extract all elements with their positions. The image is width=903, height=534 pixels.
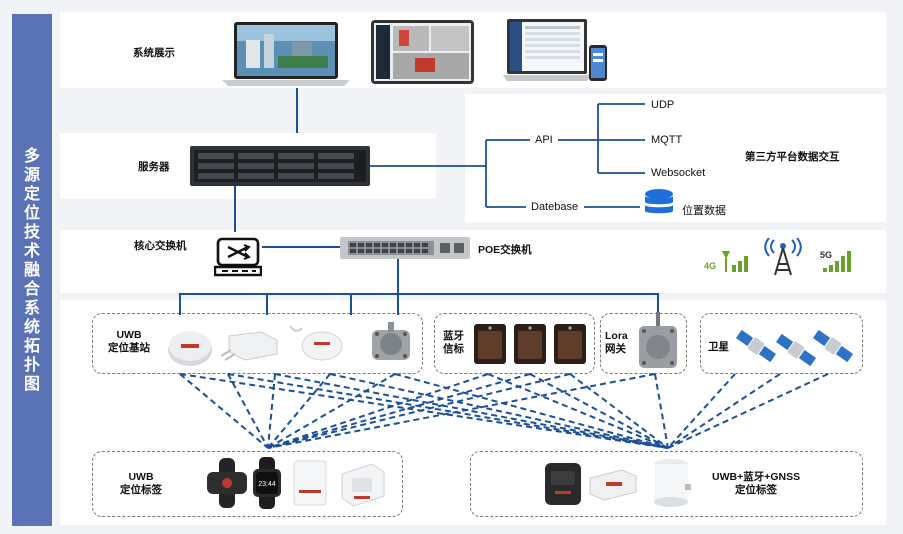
network-4g-label: 4G <box>704 261 717 271</box>
bluetooth-beacon-1 <box>474 324 506 364</box>
multi-tag-cylinder <box>654 459 691 507</box>
satellite-icon-2 <box>775 333 817 367</box>
network-5g-icon: 5G <box>820 246 858 274</box>
poe-down-line <box>397 258 399 294</box>
core-switch-label: 核心交换机 <box>134 240 187 252</box>
switch-panel <box>60 230 886 293</box>
radio-tower-icon <box>764 238 802 276</box>
watch-time: 23:44 <box>258 481 276 488</box>
drop-line-2 <box>266 293 268 315</box>
third-party-title: 第三方平台数据交互 <box>745 151 840 163</box>
bluetooth-beacon-3 <box>554 324 586 364</box>
core-poe-line <box>262 246 342 248</box>
server-rack <box>190 146 370 186</box>
uwb-station-label: UWB 定位基站 <box>108 329 150 354</box>
multi-tag-white-box <box>589 469 637 501</box>
display-label: 系统展示 <box>133 47 175 59</box>
bluetooth-beacon-2 <box>514 324 546 364</box>
laptop-3d-display <box>222 22 350 86</box>
drop-line-5 <box>657 293 659 315</box>
satellite-icon-1 <box>735 329 777 363</box>
location-data-label: 位置数据 <box>682 205 726 217</box>
side-title-bar: 多源定位技术融合系统拓扑图 <box>12 14 52 526</box>
database-icon <box>645 189 673 214</box>
uwb-tag-label: UWB 定位标签 <box>120 471 162 496</box>
uwb-station-round <box>289 325 343 361</box>
satellite-label: 卫星 <box>708 341 729 353</box>
field-bus-line <box>179 293 659 295</box>
tablet-display <box>371 20 474 84</box>
protocol-websocket: Websocket <box>651 167 706 179</box>
server-label: 服务器 <box>138 161 170 173</box>
multi-tag-label: UWB+蓝牙+GNSS 定位标签 <box>712 471 801 496</box>
lora-label: Lora 网关 <box>605 330 628 355</box>
network-4g-icon: 4G <box>704 249 754 273</box>
uwb-tag-badge <box>341 463 385 507</box>
lora-gateway <box>639 312 677 368</box>
uwb-station-disc <box>168 331 212 366</box>
satellite-icon-3 <box>812 329 854 363</box>
uwb-tag-wristband <box>207 458 247 508</box>
api-label: API <box>535 134 553 146</box>
bluetooth-label: 蓝牙 信标 <box>443 330 464 355</box>
drop-line-4 <box>397 293 399 315</box>
laptop-phone-display <box>503 19 607 81</box>
poe-switch <box>340 237 470 259</box>
database-label: Datebase <box>531 201 579 213</box>
protocol-mqtt: MQTT <box>651 134 683 146</box>
uwb-tag-watch: 23:44 <box>253 457 281 509</box>
uwb-station-explosion-proof <box>372 322 410 360</box>
side-title: 多源定位技术融合系统拓扑图 <box>23 147 40 393</box>
multi-tag-black <box>545 463 581 505</box>
uwb-tag-card <box>293 460 327 506</box>
core-switch-icon <box>214 237 262 277</box>
uwb-station-box <box>221 331 278 361</box>
poe-switch-label: POE交换机 <box>478 244 532 256</box>
drop-line-1 <box>179 293 181 315</box>
display-server-line <box>296 88 298 133</box>
drop-line-3 <box>350 293 352 315</box>
third-party-panel <box>465 94 886 222</box>
server-core-line <box>234 186 236 232</box>
network-5g-label: 5G <box>820 250 833 260</box>
protocol-udp: UDP <box>651 99 675 111</box>
